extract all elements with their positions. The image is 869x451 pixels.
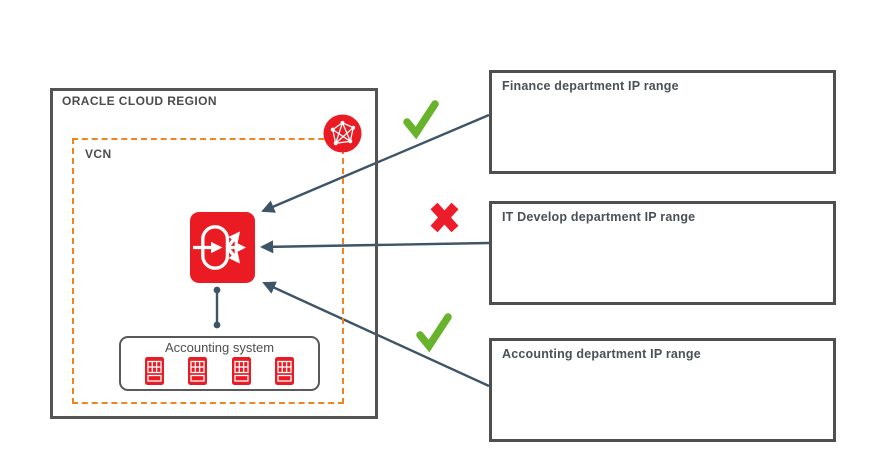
link-endpoint-dot: [213, 321, 221, 329]
vcn-network-icon: [323, 114, 362, 153]
ip-box-label: IT Develop department IP range: [502, 210, 696, 224]
check-icon: [403, 100, 439, 145]
vcn-label: VCN: [85, 147, 112, 161]
accounting-system-label: Accounting system: [164, 340, 275, 355]
vcn-boundary: VCN: [72, 138, 344, 404]
link-endpoint-dot: [213, 286, 221, 294]
ip-box-it-develop: IT Develop department IP range: [489, 201, 836, 305]
ip-box-accounting: Accounting department IP range: [489, 338, 836, 442]
ip-box-label: Accounting department IP range: [502, 347, 701, 361]
cross-icon: [429, 201, 460, 239]
server-icon: [145, 357, 165, 385]
oracle-cloud-region-box: ORACLE CLOUD REGION: [50, 88, 378, 419]
check-icon: [416, 313, 452, 358]
server-row: [121, 357, 318, 385]
server-icon: [231, 357, 251, 385]
accounting-system-group: Accounting system: [119, 336, 320, 391]
region-label: ORACLE CLOUD REGION: [62, 94, 217, 108]
server-icon: [274, 357, 294, 385]
load-balancer-icon: [190, 212, 255, 283]
ip-box-label: Finance department IP range: [502, 79, 679, 93]
server-icon: [188, 357, 208, 385]
ip-box-finance: Finance department IP range: [489, 70, 836, 174]
